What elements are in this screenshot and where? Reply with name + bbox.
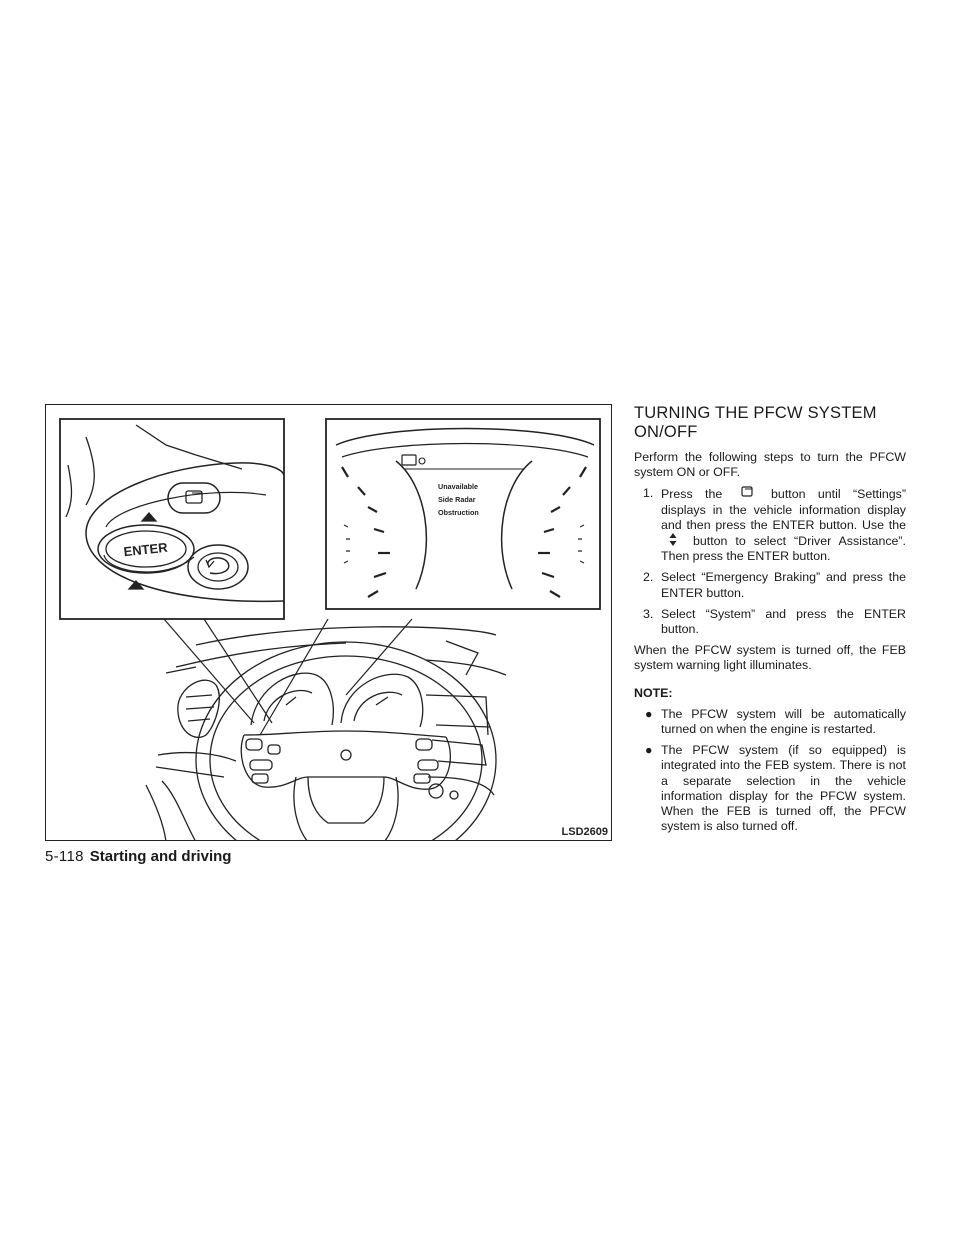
- step-1-text-c: button to select “Driver Assistance”. Th…: [661, 534, 906, 564]
- note-list: ● The PFCW system will be automatically …: [634, 707, 906, 835]
- footer-section-title: Starting and driving: [89, 848, 232, 865]
- meter-line-3: Obstruction: [438, 508, 479, 517]
- step-3-text: Select “System” and press the ENTER butt…: [661, 606, 906, 637]
- meter-line-2: Side Radar: [438, 495, 476, 504]
- bullet-icon: ●: [645, 743, 653, 758]
- figure-code: LSD2609: [561, 826, 608, 838]
- title-line-1: TURNING THE PFCW SYSTEM: [634, 404, 877, 422]
- step-number: 3.: [643, 606, 654, 621]
- note-item: ● The PFCW system will be automatically …: [634, 707, 906, 737]
- menu-button-icon: [741, 486, 753, 498]
- note-item-text: The PFCW system will be automatically tu…: [661, 706, 906, 737]
- enter-label: ENTER: [123, 540, 169, 560]
- section-title: TURNING THE PFCW SYSTEM ON/OFF: [634, 404, 906, 442]
- steps-list: 1. Press the button until “Settings” dis…: [634, 486, 906, 637]
- meter-line-1: Unavailable: [438, 482, 478, 491]
- up-down-arrow-icon: [669, 533, 677, 547]
- text-column: TURNING THE PFCW SYSTEM ON/OFF Perform t…: [634, 404, 906, 840]
- step-1-text-b: button until “Settings” displays in the …: [661, 487, 906, 532]
- step-1: 1. Press the button until “Settings” dis…: [634, 486, 906, 564]
- page-footer: 5-118 Starting and driving: [45, 848, 231, 865]
- page-number: 5-118: [45, 848, 84, 865]
- steering-wheel-illustration: ENTER Unavailable Side Radar Obstruction…: [45, 404, 612, 841]
- step-2-text: Select “Emergency Braking” and press the…: [661, 570, 906, 600]
- step-2: 2. Select “Emergency Braking” and press …: [634, 570, 906, 600]
- title-line-2: ON/OFF: [634, 423, 698, 441]
- illustration-drawing: ENTER Unavailable Side Radar Obstruction: [59, 418, 601, 840]
- note-item: ● The PFCW system (if so equipped) is in…: [634, 743, 906, 834]
- step-number: 2.: [643, 570, 654, 585]
- step-number: 1.: [643, 486, 654, 501]
- note-heading: NOTE:: [634, 685, 673, 700]
- step-3: 3. Select “System” and press the ENTER b…: [634, 607, 906, 637]
- bullet-icon: ●: [645, 706, 653, 721]
- step-1-text-a: Press the: [661, 487, 723, 502]
- intro-paragraph: Perform the following steps to turn the …: [634, 450, 906, 480]
- after-steps-paragraph: When the PFCW system is turned off, the …: [634, 643, 906, 673]
- note-item-text: The PFCW system (if so equipped) is inte…: [661, 743, 906, 834]
